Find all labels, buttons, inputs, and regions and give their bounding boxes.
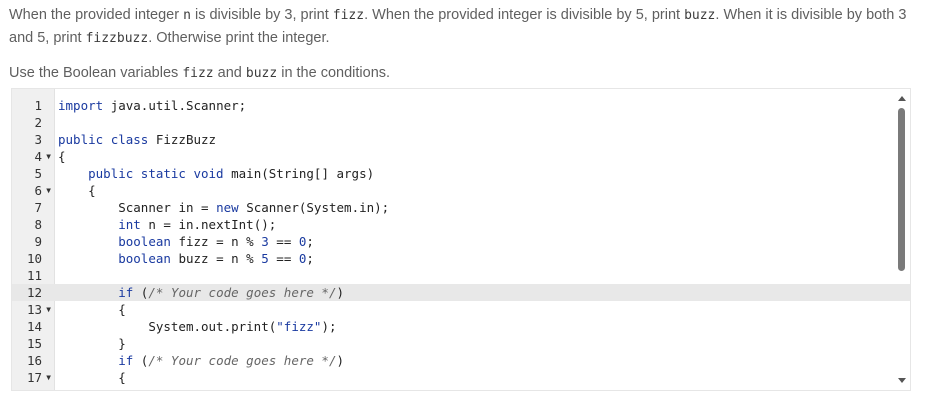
line-number: 10 xyxy=(26,251,42,266)
line-number: 1 xyxy=(34,98,42,113)
code-line[interactable]: 17▾ { xyxy=(12,369,910,386)
code-lines[interactable]: 1 import java.util.Scanner; 2 3 public class… xyxy=(12,97,910,386)
instructions-text: . When it is divisible by both 3 and 5, … xyxy=(9,7,907,46)
line-number: 3 xyxy=(34,132,42,147)
code-text[interactable]: { xyxy=(58,302,126,317)
editor-scrollbar[interactable] xyxy=(897,96,907,388)
instructions-text: . Otherwise print the integer. xyxy=(148,30,330,46)
line-number: 13 xyxy=(26,302,42,317)
instructions-text: When the provided integer xyxy=(9,7,184,23)
code-line[interactable]: 10 boolean buzz = n % 5 == 0; xyxy=(12,250,910,267)
line-number: 5 xyxy=(34,166,42,181)
line-number: 15 xyxy=(26,336,42,351)
code-line[interactable]: 7 Scanner in = new Scanner(System.in); xyxy=(12,199,910,216)
code-text[interactable]: System.out.print("fizz"); xyxy=(148,319,337,334)
code-text[interactable]: int n = in.nextInt(); xyxy=(118,217,277,232)
scrollbar-thumb[interactable] xyxy=(898,108,905,271)
line-number: 16 xyxy=(26,353,42,368)
code-text[interactable]: { xyxy=(58,183,96,198)
inline-code: buzz xyxy=(245,66,278,81)
instructions-text: . When the provided integer is divisible… xyxy=(364,7,685,23)
line-number: 9 xyxy=(34,234,42,249)
code-text[interactable]: { xyxy=(58,370,126,385)
instructions-paragraph-2: Use the Boolean variables fizz and buzz … xyxy=(9,62,919,85)
instructions: When the provided integer n is divisible… xyxy=(9,4,919,85)
scroll-down-arrow-icon[interactable] xyxy=(898,378,906,383)
instructions-text: Use the Boolean variables xyxy=(9,65,183,81)
fold-arrow-icon[interactable]: ▾ xyxy=(45,183,53,197)
line-number: 17 xyxy=(26,370,42,385)
fold-arrow-icon[interactable]: ▾ xyxy=(45,149,53,163)
instructions-paragraph-1: When the provided integer n is divisible… xyxy=(9,4,919,50)
instructions-text: and xyxy=(213,65,246,81)
line-number: 7 xyxy=(34,200,42,215)
code-line[interactable]: 15 } xyxy=(12,335,910,352)
line-number: 4 xyxy=(34,149,42,164)
instructions-text: is divisible by 3, print xyxy=(190,7,333,23)
code-line[interactable]: 12 if (/* Your code goes here */) xyxy=(12,284,910,301)
instructions-text: in the conditions. xyxy=(277,65,391,81)
code-line[interactable]: 6▾ { xyxy=(12,182,910,199)
scroll-up-arrow-icon[interactable] xyxy=(898,96,906,101)
code-line[interactable]: 9 boolean fizz = n % 3 == 0; xyxy=(12,233,910,250)
inline-code: fizzbuzz xyxy=(85,31,149,46)
code-line[interactable]: 8 int n = in.nextInt(); xyxy=(12,216,910,233)
code-line[interactable]: 5 public static void main(String[] args) xyxy=(12,165,910,182)
line-number: 12 xyxy=(26,285,42,300)
line-number: 14 xyxy=(26,319,42,334)
code-text[interactable]: public static void main(String[] args) xyxy=(88,166,375,181)
code-text[interactable]: Scanner in = new Scanner(System.in); xyxy=(118,200,390,215)
code-line[interactable]: 3 public class FizzBuzz xyxy=(12,131,910,148)
code-line[interactable]: 16 if (/* Your code goes here */) xyxy=(12,352,910,369)
code-editor[interactable]: 1 import java.util.Scanner; 2 3 public class… xyxy=(11,88,911,391)
code-line[interactable]: 2 xyxy=(12,114,910,131)
inline-code: n xyxy=(183,8,191,23)
code-line[interactable]: 1 import java.util.Scanner; xyxy=(12,97,910,114)
line-number-gutter xyxy=(12,89,55,390)
code-text[interactable]: boolean fizz = n % 3 == 0; xyxy=(118,234,314,249)
code-line[interactable]: 11 xyxy=(12,267,910,284)
line-number: 2 xyxy=(34,115,42,130)
fold-arrow-icon[interactable]: ▾ xyxy=(45,370,53,384)
inline-code: buzz xyxy=(684,8,716,23)
code-text[interactable]: { xyxy=(58,149,66,164)
inline-code: fizz xyxy=(332,8,365,23)
code-text[interactable]: boolean buzz = n % 5 == 0; xyxy=(118,251,314,266)
inline-code: fizz xyxy=(182,66,214,81)
code-text[interactable]: if (/* Your code goes here */) xyxy=(118,353,345,368)
code-line[interactable]: 4▾ { xyxy=(12,148,910,165)
code-text[interactable]: public class FizzBuzz xyxy=(58,132,217,147)
code-text[interactable]: import java.util.Scanner; xyxy=(58,98,247,113)
fold-arrow-icon[interactable]: ▾ xyxy=(45,302,53,316)
line-number: 8 xyxy=(34,217,42,232)
code-text[interactable]: if (/* Your code goes here */) xyxy=(118,285,345,300)
code-line[interactable]: 13▾ { xyxy=(12,301,910,318)
code-line[interactable]: 14 System.out.print("fizz"); xyxy=(12,318,910,335)
line-number: 11 xyxy=(26,268,42,283)
code-text[interactable]: } xyxy=(58,336,126,351)
line-number: 6 xyxy=(34,183,42,198)
